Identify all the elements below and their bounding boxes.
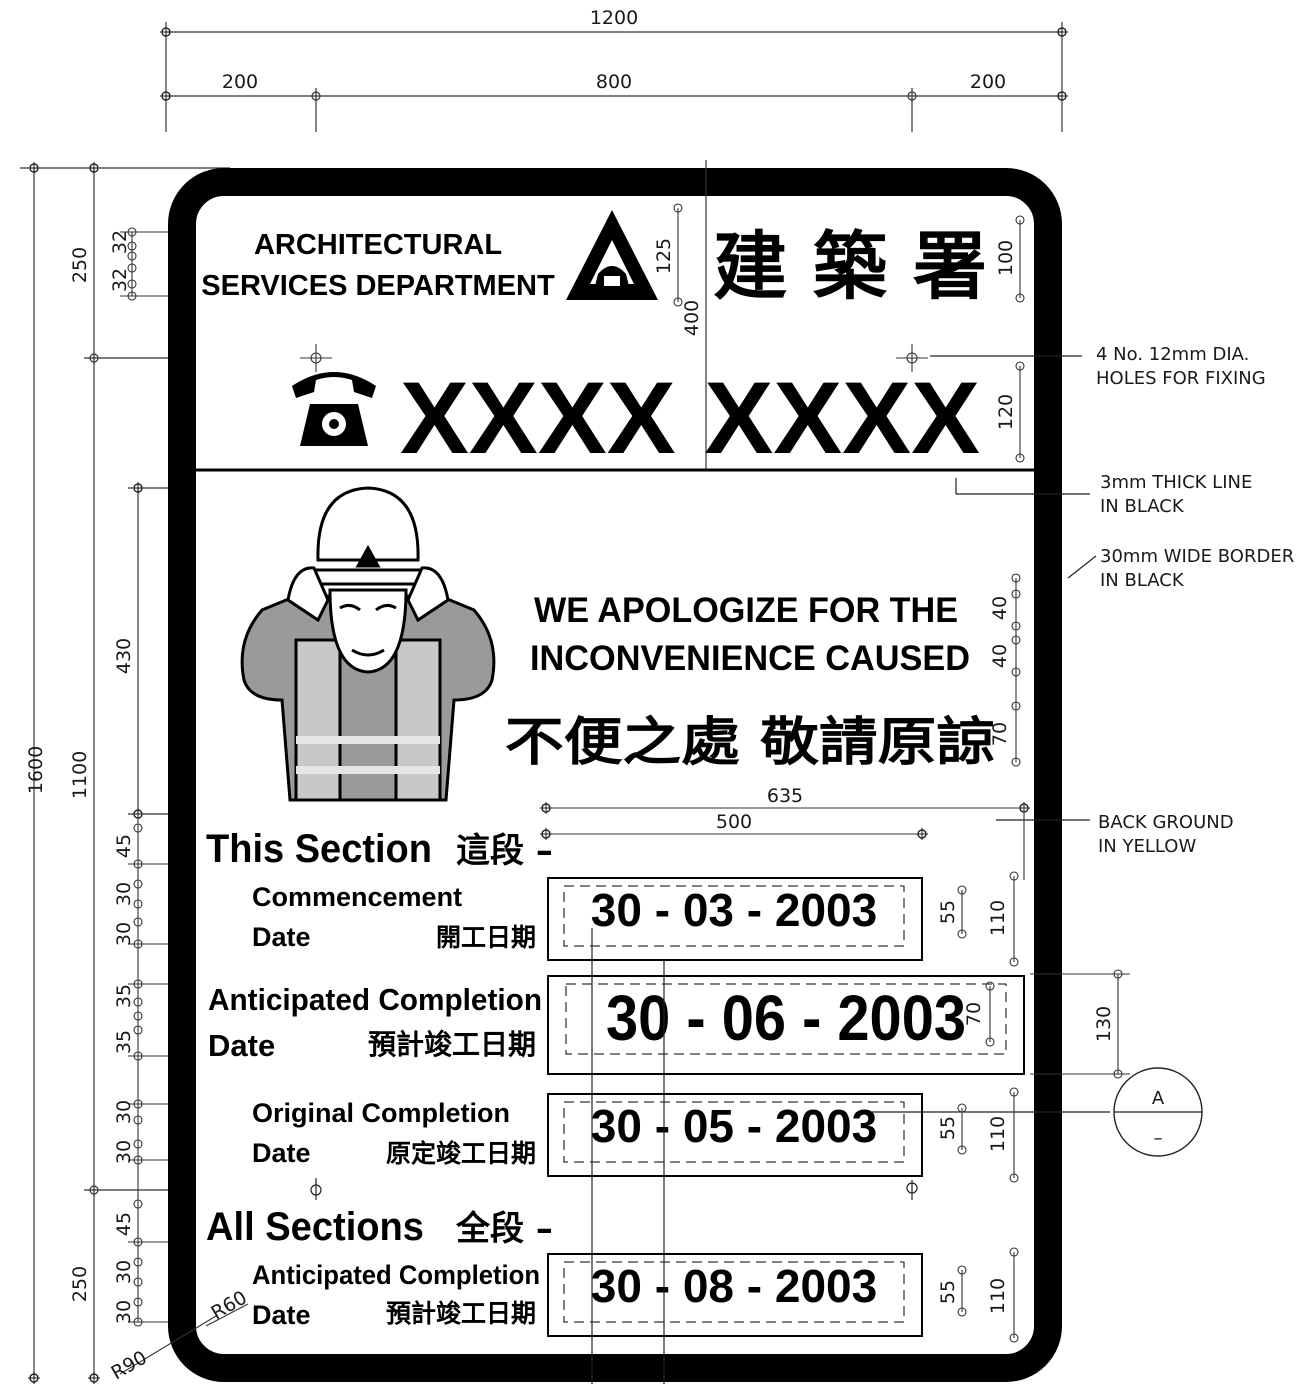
original-label-2: Date [252, 1138, 311, 1168]
dim-date-text-4: 55 [937, 1280, 959, 1304]
apology-chinese: 不便之處 敬請原諒 [505, 713, 995, 773]
top-dimensions [160, 22, 1068, 132]
note-line-1: 3mm THICK LINE [1100, 472, 1252, 493]
dim-center-span: 800 [596, 71, 632, 93]
section-marker-label: A [1152, 1088, 1165, 1109]
date-row-dims [957, 871, 1130, 1343]
dim-date-box-3: 110 [987, 1116, 1009, 1152]
dim-text-30-e: 30 [113, 1260, 135, 1284]
apology-dims [1011, 573, 1021, 767]
dim-chinese-title-height: 100 [995, 240, 1017, 276]
commencement-date: 30 - 03 - 2003 [591, 884, 877, 936]
note-bg-2: IN YELLOW [1098, 836, 1196, 857]
dim-section-gap-1: 45 [113, 834, 135, 858]
note-bg-1: BACK GROUND [1098, 812, 1234, 833]
all-label-2: Date [252, 1300, 311, 1330]
dim-text-35-a: 35 [113, 984, 135, 1008]
dim-date-box-2: 130 [1093, 1006, 1115, 1042]
dim-text-35-b: 35 [113, 1030, 135, 1054]
dim-date-box-1: 110 [987, 900, 1009, 936]
dim-date-text-1: 55 [937, 900, 959, 924]
dim-apology-zh: 70 [989, 722, 1011, 746]
date-row-dim-labels: 55 110 70 130 55 110 55 110 [937, 900, 1115, 1314]
dim-header-height: 400 [681, 300, 703, 336]
worker-illustration [240, 486, 496, 802]
note-leaders [930, 355, 1097, 821]
dim-date-text-3: 55 [937, 1116, 959, 1140]
anticipated-date: 30 - 06 - 2003 [606, 982, 966, 1054]
all-sections-en: All Sections [206, 1205, 424, 1249]
dim-text-30-a: 30 [113, 882, 135, 906]
dim-phone-height: 120 [995, 394, 1017, 430]
asd-logo-icon [566, 210, 658, 300]
dim-left-margin: 200 [222, 71, 258, 93]
dim-header-line-2: 32 [109, 268, 131, 292]
dim-date-box-4: 110 [987, 1278, 1009, 1314]
all-sections-zh: 全段 – [455, 1209, 553, 1249]
dim-header-line-1: 32 [109, 230, 131, 254]
dim-apology-en-1: 40 [989, 596, 1011, 620]
section-marker-sub: – [1154, 1128, 1163, 1149]
this-section-en: This Section [206, 827, 432, 871]
department-line-2: SERVICES DEPARTMENT [201, 270, 555, 302]
dim-date-box-inner: 500 [716, 811, 752, 833]
note-holes-1: 4 No. 12mm DIA. [1096, 344, 1249, 365]
dim-bottom-band: 250 [69, 1266, 91, 1302]
header-dims [300, 203, 1025, 463]
original-zh: 原定竣工日期 [386, 1139, 536, 1168]
phone-number: XXXX XXXX [400, 361, 980, 475]
dim-total-height: 1600 [25, 746, 47, 794]
apology-line-2: INCONVENIENCE CAUSED [530, 639, 970, 678]
dim-date-text-2: 70 [963, 1002, 985, 1026]
dim-text-30-b: 30 [113, 922, 135, 946]
dim-text-30-d: 30 [113, 1140, 135, 1164]
dim-top-band: 250 [69, 247, 91, 283]
all-label-1: Anticipated Completion [252, 1260, 540, 1290]
note-holes-2: HOLES FOR FIXING [1096, 368, 1266, 389]
dim-text-30-c: 30 [113, 1100, 135, 1124]
section-marker [1113, 1067, 1203, 1157]
note-border-1: 30mm WIDE BORDER [1100, 546, 1294, 567]
anticipated-label-1: Anticipated Completion [208, 982, 542, 1017]
all-zh: 預計竣工日期 [386, 1299, 536, 1328]
dim-section-gap-2: 45 [113, 1212, 135, 1236]
dim-apology-en-2: 40 [989, 644, 1011, 668]
anticipated-zh: 預計竣工日期 [368, 1028, 536, 1061]
commencement-date-box [547, 877, 923, 961]
commencement-label-1: Commencement [252, 882, 462, 912]
apology-line-1: WE APOLOGIZE FOR THE [534, 591, 958, 630]
dim-corner-outer: R90 [108, 1347, 151, 1384]
original-date-box [547, 1093, 923, 1177]
all-date: 30 - 08 - 2003 [591, 1260, 877, 1312]
commencement-label-2: Date [252, 922, 311, 952]
note-line-2: IN BLACK [1100, 496, 1185, 517]
sign-border [168, 168, 1062, 1382]
dim-date-box-outer: 635 [767, 785, 803, 807]
left-dim-labels: 1600 1100 250 250 430 32 32 45 30 30 35 … [25, 230, 135, 1324]
anticipated-label-2: Date [208, 1028, 275, 1063]
note-border-2: IN BLACK [1100, 570, 1185, 591]
dim-logo-height: 125 [653, 238, 675, 274]
all-date-box [547, 1253, 923, 1337]
dim-total-width: 1200 [590, 7, 638, 29]
dim-right-margin: 200 [970, 71, 1006, 93]
original-date: 30 - 05 - 2003 [591, 1100, 877, 1152]
anticipated-date-box [547, 975, 1025, 1075]
construction-lines [310, 928, 1110, 1384]
telephone-icon [292, 372, 376, 446]
original-label-1: Original Completion [252, 1098, 510, 1128]
dim-figure-height: 430 [113, 638, 135, 674]
this-section-zh: 這段 – [456, 831, 553, 871]
corner-radius-leaders [119, 1303, 249, 1375]
commencement-zh: 開工日期 [436, 923, 536, 952]
dim-text-30-f: 30 [113, 1300, 135, 1324]
department-chinese: 建 築 署 [713, 224, 987, 310]
department-line-1: ARCHITECTURAL [254, 229, 502, 261]
dim-inner-height: 1100 [69, 751, 91, 799]
